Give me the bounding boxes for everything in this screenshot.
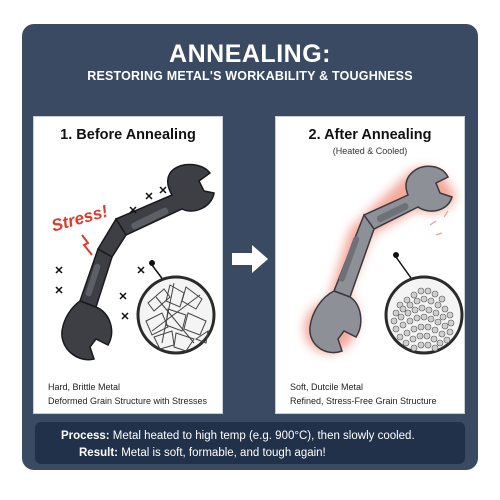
before-illustration xyxy=(55,163,216,361)
x-mark-icon xyxy=(55,186,167,320)
lightning-crack-icon xyxy=(81,234,93,256)
after-panel-title: 2. After Annealing xyxy=(308,127,432,143)
result-text: Metal is soft, formable, and tough again… xyxy=(121,447,326,459)
after-caption-line2: Refined, Stress-Free Grain Structure xyxy=(290,396,437,406)
process-line: Process: Metal heated to high temp (e.g.… xyxy=(61,430,415,442)
wrench-icon xyxy=(309,165,453,354)
after-panel-subtitle: (Heated & Cooled) xyxy=(332,146,408,156)
right-arrow-icon xyxy=(232,245,268,273)
refined-grain-magnifier xyxy=(384,275,464,355)
before-caption-line1: Hard, Brittle Metal xyxy=(48,382,121,392)
process-text: Metal heated to high temp (e.g. 900°C), … xyxy=(112,430,415,442)
after-illustration xyxy=(304,165,464,355)
before-annealing-panel: 1. Before Annealing xyxy=(33,116,223,414)
process-result-box: Process: Metal heated to high temp (e.g.… xyxy=(35,422,465,464)
main-title: ANNEALING: xyxy=(169,40,331,68)
infographic-frame: ANNEALING: RESTORING METAL'S WORKABILITY… xyxy=(22,24,478,470)
after-annealing-panel: 2. After Annealing (Heated & Cooled) xyxy=(275,116,465,414)
result-label: Result: xyxy=(79,447,118,459)
main-subtitle: RESTORING METAL'S WORKABILITY & TOUGHNES… xyxy=(87,69,413,83)
bent-wrench-icon xyxy=(61,163,215,361)
deformed-grain-magnifier xyxy=(136,275,216,355)
process-label: Process: xyxy=(61,430,110,442)
before-panel-title: 1. Before Annealing xyxy=(60,127,196,143)
before-caption-line2: Deformed Grain Structure with Stresses xyxy=(48,396,208,406)
result-line: Result: Metal is soft, formable, and tou… xyxy=(79,447,326,459)
after-caption-line1: Soft, Dutcile Metal xyxy=(290,382,364,392)
